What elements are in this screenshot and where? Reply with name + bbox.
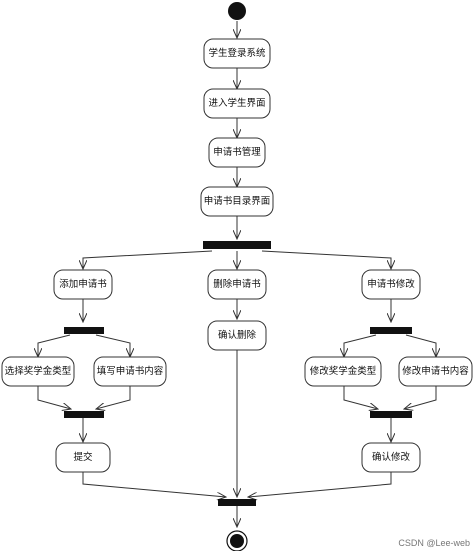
edge-submit-join bbox=[82, 472, 226, 497]
watermark: CSDN @Lee-web bbox=[398, 538, 470, 548]
node-app-catalog bbox=[200, 186, 274, 217]
node-choose-type bbox=[1, 356, 75, 387]
edge-fill-join2 bbox=[96, 386, 131, 409]
label-fill-content: 填写申请书内容 bbox=[97, 365, 164, 377]
activity-nodes bbox=[1, 38, 473, 473]
start-node bbox=[228, 2, 246, 20]
join-bar-modify bbox=[370, 411, 412, 418]
node-add-app bbox=[53, 269, 113, 300]
label-app-catalog: 申请书目录界面 bbox=[204, 195, 271, 207]
edge-fork3-modcontent bbox=[405, 334, 436, 357]
edge-fork3-modtype bbox=[344, 334, 377, 357]
node-fill-content bbox=[93, 356, 167, 387]
edge-fork-modify bbox=[261, 250, 391, 269]
fork-bar-main bbox=[203, 241, 271, 249]
node-modify-type bbox=[304, 356, 382, 387]
sync-bars bbox=[64, 241, 412, 506]
end-node-dot bbox=[230, 534, 244, 548]
fork-bar-add bbox=[64, 327, 104, 334]
edge-fork2-choose bbox=[38, 334, 71, 357]
edge-confirm-join bbox=[248, 472, 392, 497]
edges bbox=[38, 21, 436, 527]
edge-fork-add bbox=[83, 250, 213, 269]
node-student-ui bbox=[203, 88, 271, 119]
fork-bar-modify bbox=[370, 327, 412, 334]
join-bar-add bbox=[64, 411, 104, 418]
label-modify-content: 修改申请书内容 bbox=[402, 365, 469, 377]
label-confirm-modify: 确认修改 bbox=[372, 451, 411, 463]
node-confirm-delete bbox=[207, 320, 267, 351]
node-modify-content bbox=[398, 356, 473, 387]
node-login bbox=[203, 38, 271, 69]
node-app-manage bbox=[208, 137, 266, 168]
label-submit: 提交 bbox=[73, 451, 93, 463]
edge-modcontent-join3 bbox=[404, 386, 437, 409]
edge-modtype-join3 bbox=[343, 386, 378, 409]
join-bar-main bbox=[218, 499, 256, 506]
end-node-ring bbox=[226, 530, 248, 551]
node-modify-app bbox=[361, 269, 421, 300]
label-delete-app: 删除申请书 bbox=[213, 278, 261, 290]
label-app-manage: 申请书管理 bbox=[213, 146, 261, 158]
label-confirm-delete: 确认删除 bbox=[218, 329, 257, 341]
node-delete-app bbox=[207, 269, 267, 300]
label-student-ui: 进入学生界面 bbox=[208, 97, 265, 109]
node-confirm-modify bbox=[361, 442, 421, 473]
node-submit bbox=[55, 442, 111, 473]
label-add-app: 添加申请书 bbox=[59, 278, 107, 290]
edge-fork2-fill bbox=[95, 334, 130, 357]
label-modify-app: 申请书修改 bbox=[367, 278, 415, 290]
node-labels: 学生登录系统 进入学生界面 申请书管理 申请书目录界面 添加申请书 删除申请书 … bbox=[5, 47, 470, 463]
label-choose-type: 选择奖学金类型 bbox=[5, 365, 72, 377]
label-modify-type: 修改奖学金类型 bbox=[310, 365, 377, 377]
edge-choose-join2 bbox=[37, 386, 71, 409]
label-login: 学生登录系统 bbox=[208, 47, 266, 59]
